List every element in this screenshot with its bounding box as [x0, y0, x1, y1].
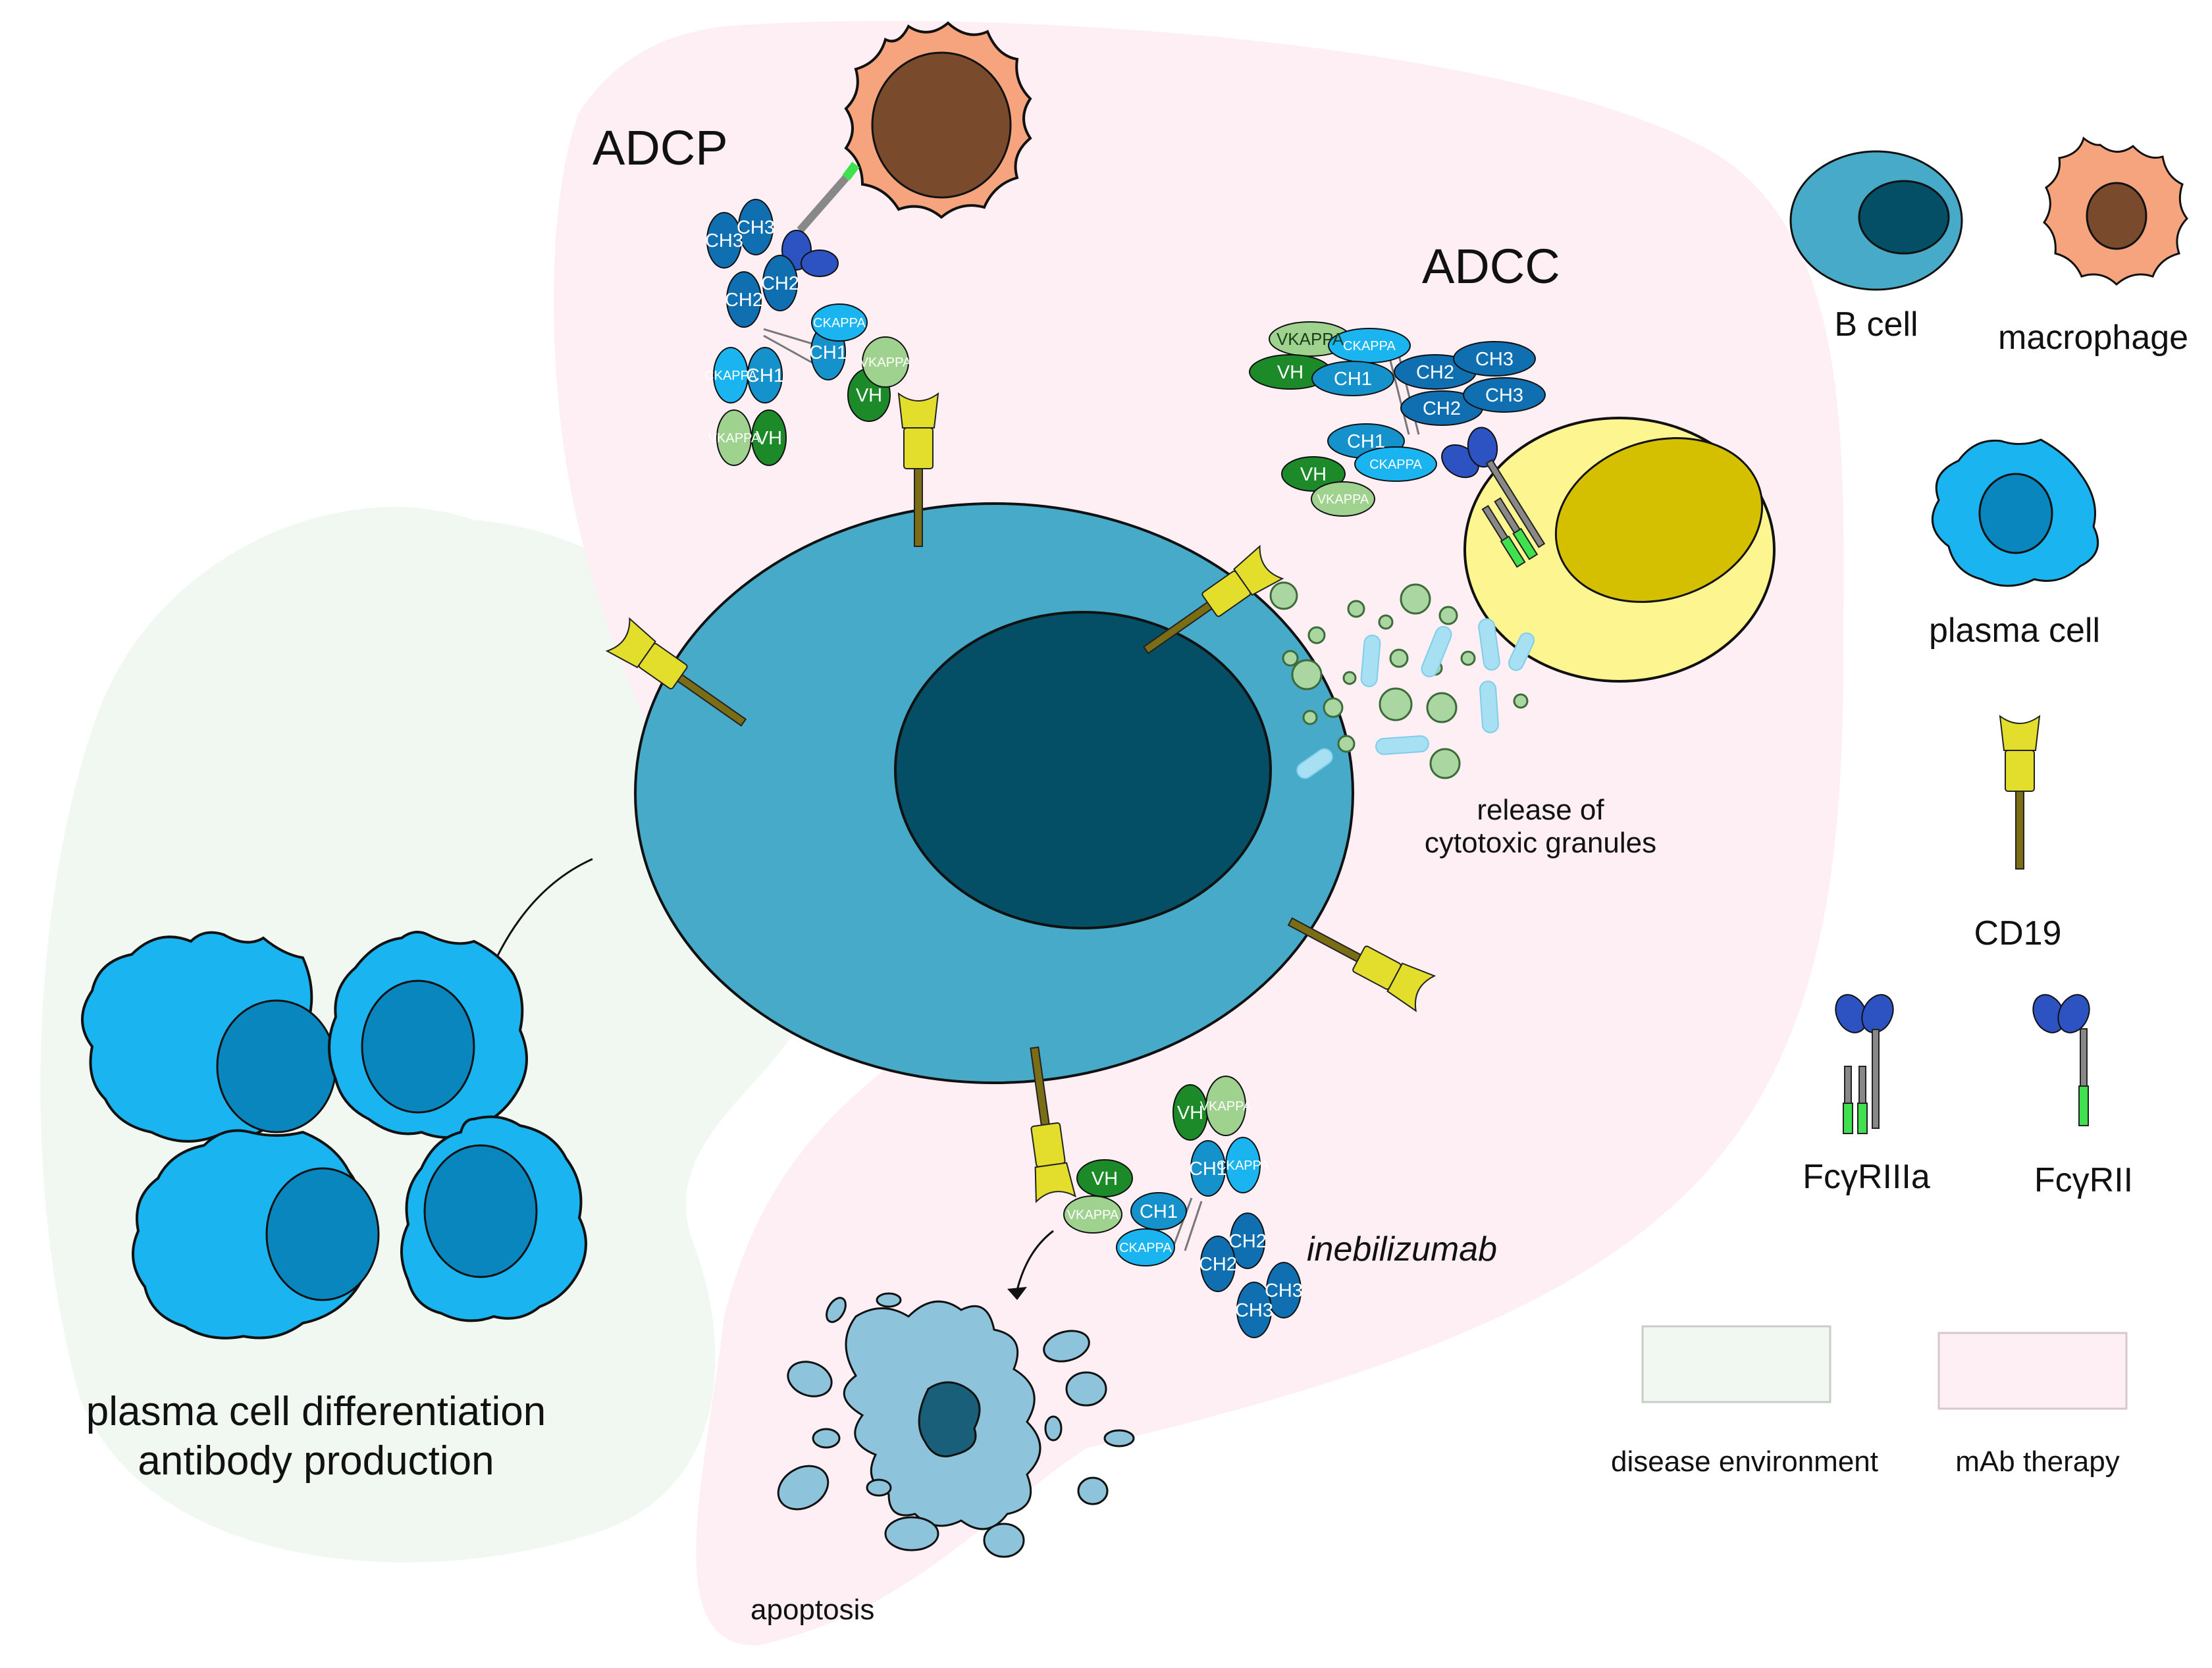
domain-label-vkappa-b: VKAPPA: [860, 355, 912, 370]
domain-label-vkappa-e: VKAPPA: [1200, 1099, 1252, 1114]
legend-b-cell-label: B cell: [1834, 305, 1918, 344]
domain-label-ckappa-b: CKAPPA: [813, 316, 866, 330]
domain-label-vh-b: VH: [856, 385, 882, 406]
legend-mab-therapy-label: mAb therapy: [1955, 1446, 2119, 1478]
legend-disease-environment-label: disease environment: [1611, 1446, 1878, 1478]
domain-label-vh-a: VH: [756, 428, 782, 449]
domain-label-vkappa-d: VKAPPA: [1317, 492, 1369, 507]
label-differentiation-line2: antibody production: [138, 1438, 494, 1484]
legend-macrophage: macrophage: [1998, 136, 2188, 357]
legend-macrophage-label: macrophage: [1998, 319, 2188, 357]
apoptotic-nucleus: [918, 1381, 981, 1457]
plasma-cell-3-nucleus: [423, 1144, 538, 1278]
legend-cd19: CD19: [1974, 716, 2062, 952]
domain-label-ckappa-d: CKAPPA: [1369, 457, 1422, 472]
domain-label-vkappa-a: VKAPPA: [708, 431, 760, 446]
label-differentiation-line1: plasma cell differentiation: [86, 1389, 546, 1434]
label-adcp: ADCP: [592, 120, 728, 175]
nk-cell: [1463, 417, 1776, 683]
domain-label-ckappa-e: CKAPPA: [1217, 1159, 1269, 1173]
macrophage-nucleus: [871, 51, 1012, 199]
b-cell: [634, 502, 1354, 1084]
plasma-cell-2-nucleus: [361, 979, 475, 1114]
antibody-adcp: CH3 CH3 CH2 CH2 CH1 CKAPPA VH VKAPPA CH1…: [704, 199, 912, 466]
domain-label-ch1-c: CH1: [1334, 369, 1372, 390]
label-apoptosis: apoptosis: [750, 1594, 874, 1626]
domain-label-ch2-e: CH2: [1228, 1231, 1267, 1252]
antibody-inebilizumab: VH VKAPPA CH1 CKAPPA VH VKAPPA CH1 CKAPP…: [1063, 1076, 1303, 1338]
domain-label-ch3-f: CH3: [1235, 1300, 1273, 1321]
legend-fcgr2: FcγRII: [2032, 994, 2133, 1199]
legend-mab-therapy: mAb therapy: [1937, 1332, 2128, 1478]
domain-label-ch3-d: CH3: [1485, 385, 1523, 406]
legend-fcgr3a: FcγRIIIa: [1803, 989, 1930, 1196]
legend-plasma-cell-label: plasma cell: [1929, 612, 2100, 650]
domain-label-vkappa-c: VKAPPA: [1277, 329, 1344, 349]
legend-fcgr3a-label: FcγRIIIa: [1803, 1158, 1930, 1196]
domain-label-ch1-b: CH1: [809, 342, 847, 363]
arrow-to-apoptosis: [1016, 1230, 1054, 1291]
legend-disease-environment: disease environment: [1611, 1325, 1878, 1478]
plasma-cell-1-nucleus: [216, 999, 337, 1134]
domain-label-ch3-b: CH3: [705, 230, 743, 251]
domain-label-ch3-e: CH3: [1265, 1280, 1303, 1301]
domain-label-vkappa-f: VKAPPA: [1067, 1208, 1119, 1222]
domain-label-ckappa-a: CKAPPA: [704, 369, 757, 383]
plasma-cell-cluster: [81, 931, 587, 1340]
domain-label-vh-c: VH: [1277, 362, 1304, 383]
domain-label-ch2-a: CH2: [761, 273, 799, 294]
domain-label-ch2-d: CH2: [1423, 398, 1461, 419]
plasma-cell-4-nucleus: [265, 1167, 380, 1301]
domain-label-vh-f: VH: [1092, 1168, 1118, 1189]
b-cell-nucleus: [894, 611, 1272, 929]
domain-label-ch2-b: CH2: [725, 290, 763, 311]
domain-label-ch1-e: CH1: [1189, 1159, 1227, 1180]
antibody-adcc: VKAPPA CKAPPA VH CH1 CH2 CH3 CH2 CH3 CH1…: [1249, 321, 1546, 517]
domain-label-vh-d: VH: [1300, 464, 1327, 485]
domain-label-ch3-a: CH3: [737, 217, 775, 238]
arrow-to-apoptosis-head: [1007, 1287, 1027, 1300]
nk-cell-nucleus: [1554, 437, 1764, 603]
legend: B cell macrophage plasma cell CD19 FcγRI…: [1611, 136, 2188, 1478]
macrophage: [844, 21, 1032, 219]
legend-fcgr2-label: FcγRII: [2034, 1161, 2133, 1199]
legend-cd19-label: CD19: [1974, 914, 2062, 952]
label-release-line1: release of: [1477, 794, 1604, 826]
arrow-to-plasma-cells: [489, 858, 593, 972]
legend-b-cell: B cell: [1789, 150, 1963, 344]
cytotoxic-granules: [1269, 581, 1529, 779]
domain-label-ch1-d: CH1: [1347, 431, 1385, 452]
domain-label-ch1-f: CH1: [1140, 1201, 1178, 1222]
domain-label-ch3-c: CH3: [1475, 349, 1514, 370]
domain-label-ch1-a: CH1: [746, 365, 784, 386]
label-adcc: ADCC: [1422, 239, 1560, 294]
legend-plasma-cell: plasma cell: [1929, 438, 2100, 650]
label-release-line2: cytotoxic granules: [1425, 827, 1656, 859]
domain-label-ch2-c: CH2: [1416, 362, 1454, 383]
apoptotic-cell: [777, 1292, 1135, 1558]
cytotoxic-rods: [1296, 618, 1535, 779]
domain-label-ckappa-c: CKAPPA: [1343, 339, 1396, 353]
domain-label-ch2-f: CH2: [1199, 1254, 1237, 1275]
domain-label-ckappa-f: CKAPPA: [1119, 1241, 1172, 1255]
label-inebilizumab: inebilizumab: [1307, 1230, 1497, 1268]
domain-label-vh-e: VH: [1177, 1103, 1203, 1124]
